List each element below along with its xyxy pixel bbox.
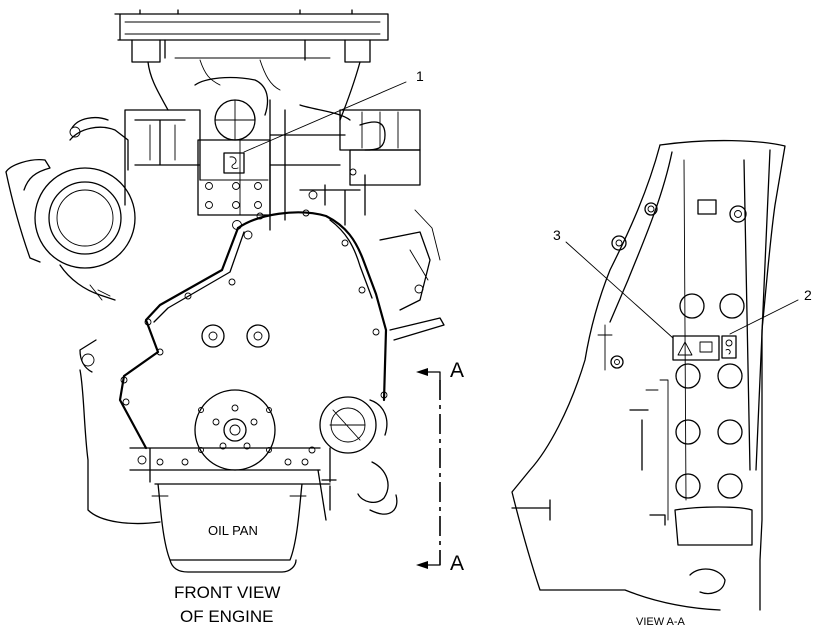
turbocharger [5, 117, 136, 301]
callout-1-leader [243, 81, 407, 153]
section-mark-bottom: A [450, 552, 464, 575]
view-a-a-label: VIEW A-A [636, 616, 686, 628]
callout-2: 2 [804, 287, 812, 303]
front-cover [118, 209, 388, 471]
top-manifold [114, 9, 389, 141]
callout-3-leader [565, 241, 674, 339]
decal-2 [721, 335, 737, 359]
view-a-a-drawing [511, 139, 799, 611]
front-view-title-line2: OF ENGINE [180, 607, 274, 626]
section-line-a-a [416, 368, 441, 569]
front-view-title-line1: FRONT VIEW [174, 583, 280, 602]
callout-2-leader [729, 299, 799, 335]
oil-pan-label: OIL PAN [208, 523, 258, 538]
right-side-details [379, 209, 445, 341]
section-mark-top: A [450, 359, 464, 382]
callout-1: 1 [416, 68, 424, 84]
upper-block [124, 99, 421, 240]
lower-block [79, 339, 398, 573]
callout-3: 3 [553, 227, 561, 243]
front-view-engine [5, 9, 445, 573]
decal-3 [672, 335, 720, 361]
